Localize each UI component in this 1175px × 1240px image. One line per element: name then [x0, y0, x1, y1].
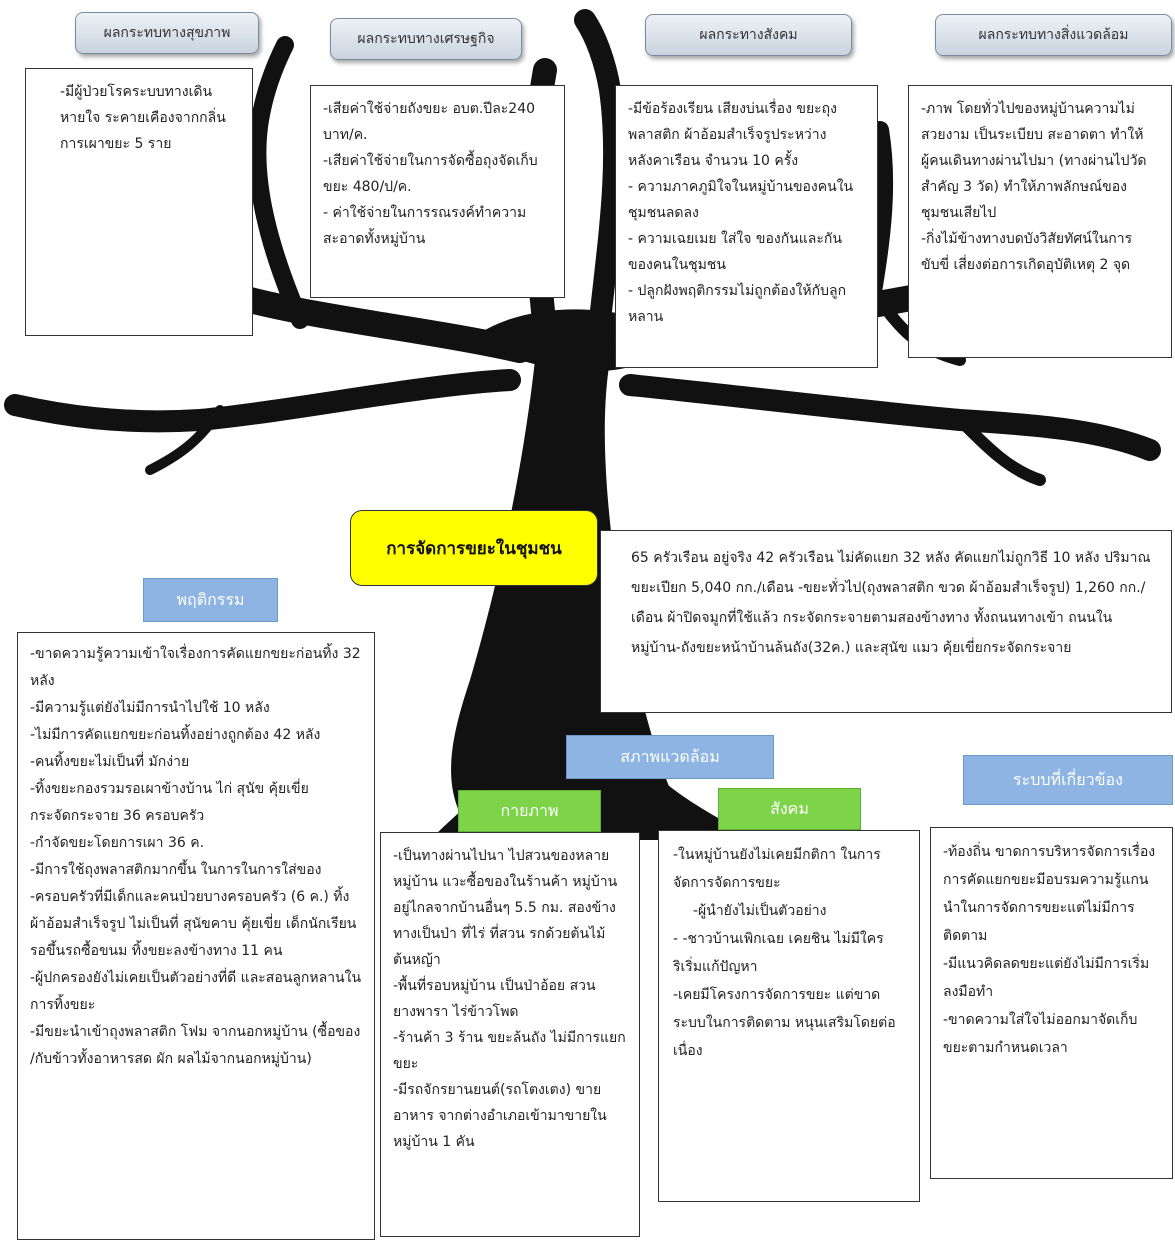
branch-center-up2 — [574, 9, 626, 331]
social-impact-item: - ความเฉยเมย ใส่ใจ ของกันและกันของคนในชุ… — [628, 231, 842, 273]
systems-item: -มีแนวคิดลดขยะแต่ยังไม่มีการเริ่มลงมือทำ — [943, 956, 1150, 1000]
situation-text: 65 ครัวเรือน อยู่จริง 42 ครัวเรือน ไม่คั… — [631, 550, 1151, 656]
social-box: -ในหมู่บ้านยังไม่เคยมีกติกา ในการจัดการจ… — [658, 830, 920, 1202]
header-health-impact: ผลกระทบทางสุขภาพ — [75, 12, 259, 54]
behavior-item: -ผู้ปกครองยังไม่เคยเป็นตัวอย่างที่ดี และ… — [30, 970, 362, 1013]
systems-item: -ขาดความใส่ใจไม่ออกมาจัดเก็บขยะตามกำหนดเ… — [943, 1012, 1138, 1056]
behavior-item: -ครอบครัวที่มีเด็กและคนป่วยบางครอบครัว (… — [30, 889, 357, 959]
social-impact-box: -มีข้อร้องเรียน เสียงบ่นเรื่อง ขยะถุงพลา… — [615, 85, 878, 368]
systems-item: -ท้องถิ่น ขาดการบริหารจัดการเรื่องการคัด… — [943, 844, 1156, 944]
environment-impact-item: -ภาพ โดยทั่วไปของหมู่บ้านความไม่สวยงาม เ… — [921, 101, 1147, 221]
behavior-box: -ขาดความรู้ความเข้าใจเรื่องการคัดแยกขยะก… — [17, 632, 375, 1240]
economic-impact-box: -เสียค่าใช้จ่ายถังขยะ อบต.ปีละ240 บาท/ค.… — [310, 85, 565, 298]
social-item: -เคยมีโครงการจัดการขยะ แต่ขาดระบบในการติ… — [673, 987, 896, 1059]
physical-item: -ร้านค้า 3 ร้าน ขยะล้นถัง ไม่มีการแยกขยะ — [393, 1030, 626, 1072]
label-social: สังคม — [718, 788, 861, 830]
social-item: -ผู้นำยังไม่เป็นตัวอย่าง — [693, 903, 827, 919]
behavior-item: -ขาดความรู้ความเข้าใจเรื่องการคัดแยกขยะก… — [30, 646, 361, 689]
center-title: การจัดการขยะในชุมชน — [350, 510, 598, 586]
social-impact-item: - ความภาคภูมิใจในหมู่บ้านของคนในชุมชนลดล… — [628, 179, 854, 221]
label-behavior: พฤติกรรม — [143, 578, 278, 622]
economic-impact-item: -เสียค่าใช้จ่ายถังขยะ อบต.ปีละ240 บาท/ค. — [323, 101, 536, 143]
physical-item: -พื้นที่รอบหมู่บ้าน เป็นป่าอ้อย สวนยางพา… — [393, 978, 596, 1020]
health-impact-box: -มีผู้ป่วยโรคระบบทางเดินหายใจ ระคายเคือง… — [25, 68, 253, 336]
social-item: - -ชาวบ้านเพิกเฉย เคยชิน ไม่มีใครริเริ่ม… — [673, 931, 884, 975]
header-social-impact: ผลกระทางสังคม — [645, 14, 852, 56]
label-physical: กายภาพ — [458, 790, 601, 832]
economic-impact-item: - ค่าใช้จ่ายในการรณรงค์ทำความสะอาดทั้งหม… — [323, 205, 527, 247]
physical-item: -เป็นทางผ่านไปนา ไปสวนของหลายหมู่บ้าน แว… — [393, 848, 618, 968]
behavior-item: -มีขยะนำเข้าถุงพลาสติก โฟม จากนอกหมู่บ้า… — [30, 1024, 361, 1067]
behavior-item: -กำจัดขยะโดยการเผา 36 ค. — [30, 835, 205, 851]
branch-right-low — [619, 374, 1161, 461]
environment-impact-item: -กิ่งไม้ข้างทางบดบังวิสัยทัศน์ในการขับขี… — [921, 231, 1133, 273]
social-impact-item: - ปลูกฝังพฤติกรรมไม่ถูกต้องให้กับลูกหลาน — [628, 283, 847, 325]
branch-left-low — [4, 369, 521, 433]
behavior-item: -ทิ้งขยะกองรวมรอเผาข้างบ้าน ไก่ สุนัข คุ… — [30, 781, 309, 824]
branch-left-small — [145, 405, 225, 475]
economic-impact-item: -เสียค่าใช้จ่ายในการจัดซื้อถุงจัดเก็บขยะ… — [323, 153, 538, 195]
header-economic-impact: ผลกระทบทางเศรษฐกิจ — [330, 18, 522, 60]
header-environment-impact: ผลกระทบทางสิ่งแวดล้อม — [935, 14, 1172, 56]
behavior-item: -มีความรู้แต่ยังไม่มีการนำไปใช้ 10 หลัง — [30, 700, 270, 716]
label-related-systems: ระบบที่เกี่ยวข้อง — [963, 755, 1173, 805]
behavior-item: -ไม่มีการคัดแยกขยะก่อนทิ้งอย่างถูกต้อง 4… — [30, 727, 321, 743]
situation-box: 65 ครัวเรือน อยู่จริง 42 ครัวเรือน ไม่คั… — [600, 530, 1172, 713]
branch-left-up — [248, 36, 309, 329]
branch-right-twig — [954, 414, 1046, 486]
health-impact-item: -มีผู้ป่วยโรคระบบทางเดินหายใจ ระคายเคือง… — [60, 84, 226, 152]
social-impact-item: -มีข้อร้องเรียน เสียงบ่นเรื่อง ขยะถุงพลา… — [628, 101, 837, 169]
behavior-item: -คนทิ้งขยะไม่เป็นที่ มักง่าย — [30, 754, 190, 770]
physical-box: -เป็นทางผ่านไปนา ไปสวนของหลายหมู่บ้าน แว… — [380, 832, 640, 1237]
environment-impact-box: -ภาพ โดยทั่วไปของหมู่บ้านความไม่สวยงาม เ… — [908, 85, 1172, 358]
physical-item: -มีรถจักรยานยนต์(รถโตงเตง) ขายอาหาร จากต… — [393, 1082, 607, 1150]
label-environment: สภาพแวดล้อม — [566, 735, 774, 779]
systems-box: -ท้องถิ่น ขาดการบริหารจัดการเรื่องการคัด… — [930, 827, 1173, 1179]
social-item: -ในหมู่บ้านยังไม่เคยมีกติกา ในการจัดการจ… — [673, 847, 881, 891]
behavior-item: -มีการใช้ถุงพลาสติกมากขึ้น ในการในการใส่… — [30, 862, 322, 878]
